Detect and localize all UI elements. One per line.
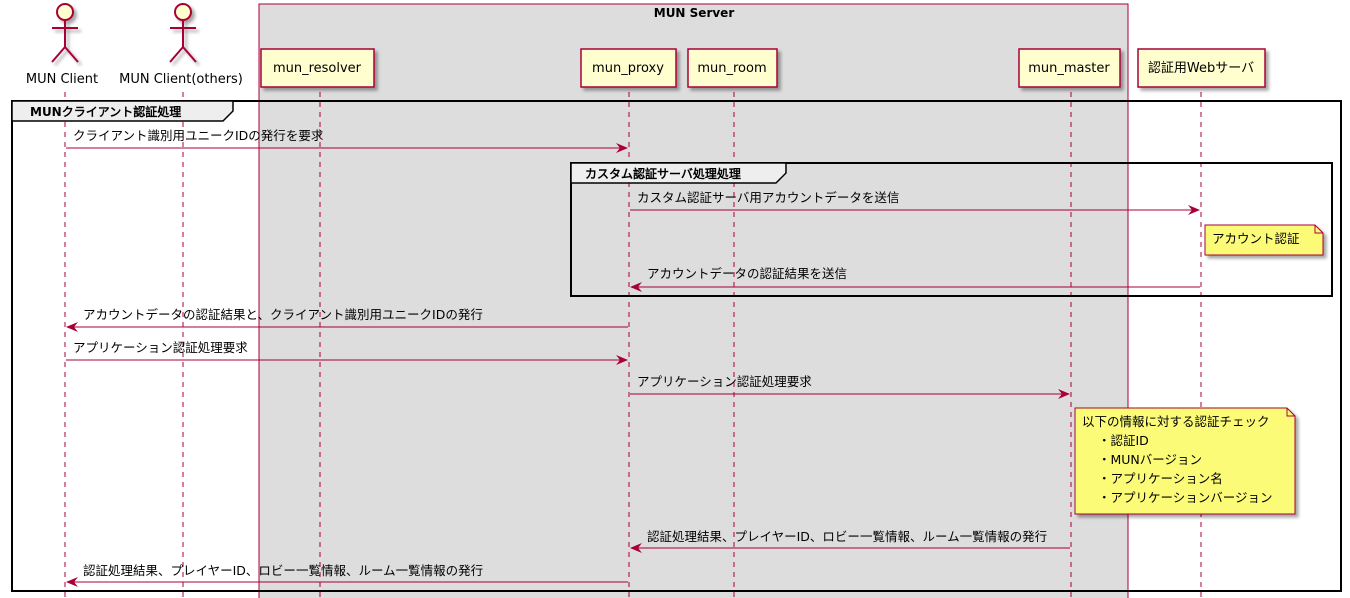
message-label: 認証処理結果、プレイヤーID、ロビー一覧情報、ルーム一覧情報の発行 [83, 563, 483, 578]
actor-client [51, 3, 79, 63]
message-3: アカウントデータの認証結果を送信 [630, 266, 1200, 292]
participant-room: mun_room [687, 48, 778, 88]
participant-master: mun_master [1018, 48, 1121, 88]
message-5: アプリケーション認証処理要求 [66, 340, 628, 365]
participant-label-resolver: mun_resolver [273, 61, 362, 76]
note-line: 以下の情報に対する認証チェック [1082, 414, 1270, 429]
group-inner: カスタム認証サーバ処理処理 [570, 162, 1333, 297]
participant-label-web: 認証用Webサーバ [1148, 60, 1254, 76]
participant-label-master: mun_master [1028, 61, 1110, 76]
message-label: アカウントデータの認証結果と、クライアント識別用ユニークIDの発行 [83, 307, 483, 322]
group-outer: MUNクライアント認証処理 [11, 100, 1342, 592]
message-2: カスタム認証サーバ用アカウントデータを送信 [630, 190, 1200, 215]
actor-label-client: MUN Client [26, 72, 98, 87]
participant-label-proxy: mun_proxy [592, 61, 664, 76]
group-label-inner: カスタム認証サーバ処理処理 [585, 166, 741, 181]
message-label: アプリケーション認証処理要求 [637, 374, 812, 389]
message-label: カスタム認証サーバ用アカウントデータを送信 [637, 190, 899, 205]
note-line: ・認証ID [1098, 433, 1149, 448]
message-7: 認証処理結果、プレイヤーID、ロビー一覧情報、ルーム一覧情報の発行 [630, 529, 1070, 553]
message-label: アプリケーション認証処理要求 [73, 340, 248, 355]
message-label: アカウントデータの認証結果を送信 [647, 266, 847, 281]
group-label-outer: MUNクライアント認証処理 [30, 104, 181, 119]
message-8: 認証処理結果、プレイヤーID、ロビー一覧情報、ルーム一覧情報の発行 [66, 563, 628, 587]
note-line: アカウント認証 [1212, 231, 1300, 246]
message-6: アプリケーション認証処理要求 [630, 374, 1070, 399]
participant-resolver: mun_resolver [260, 48, 375, 88]
server-box: MUN Server [258, 3, 1129, 598]
actor-others [169, 3, 197, 63]
server-box-title: MUN Server [654, 6, 735, 20]
note-line: ・アプリケーション名 [1098, 471, 1223, 486]
message-label: クライアント識別用ユニークIDの発行を要求 [73, 128, 324, 143]
note-master: 以下の情報に対する認証チェック ・認証ID ・MUNバージョン ・アプリケーショ… [1074, 407, 1296, 515]
message-4: アカウントデータの認証結果と、クライアント識別用ユニークIDの発行 [66, 307, 628, 332]
message-label: 認証処理結果、プレイヤーID、ロビー一覧情報、ルーム一覧情報の発行 [647, 529, 1047, 544]
note-web: アカウント認証 [1204, 224, 1324, 256]
participant-label-room: mun_room [697, 61, 766, 76]
note-line: ・MUNバージョン [1098, 452, 1202, 467]
message-1: クライアント識別用ユニークIDの発行を要求 [66, 128, 628, 153]
actor-label-others: MUN Client(others) [119, 72, 243, 87]
participant-web: 認証用Webサーバ [1137, 48, 1266, 88]
note-line: ・アプリケーションバージョン [1098, 490, 1273, 505]
participant-proxy: mun_proxy [580, 48, 677, 88]
